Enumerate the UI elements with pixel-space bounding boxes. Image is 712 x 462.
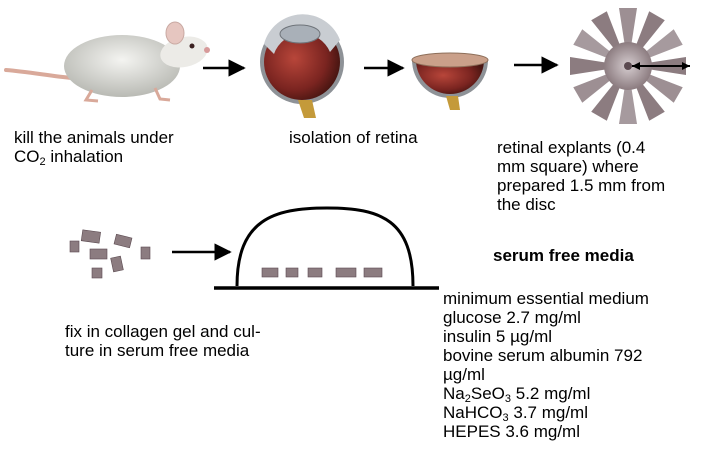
- rat-eye: [189, 43, 195, 49]
- media-item: Na2SeO3 5.2 mg/ml: [443, 384, 591, 405]
- isolation-caption-line: isolation of retina: [289, 128, 418, 147]
- rat-front-leg: [153, 87, 171, 102]
- media-item: NaHCO3 3.7 mg/ml: [443, 403, 588, 424]
- rat-head: [160, 36, 208, 68]
- media-item: insulin 5 µg/ml: [443, 327, 553, 346]
- rat-body: [64, 35, 180, 97]
- media-item: glucose 2.7 mg/ml: [443, 308, 581, 327]
- media-item: minimum essential medium: [443, 289, 649, 308]
- rat-ear: [165, 21, 185, 45]
- fix-caption-line: ture in serum free media: [65, 341, 250, 360]
- isolation-caption: isolation of retina: [289, 128, 418, 147]
- scattered-explants: [69, 229, 151, 279]
- explants-caption-line: the disc: [497, 195, 556, 214]
- rat-hind-leg: [83, 89, 99, 103]
- retina-flatmount-illustration: [570, 8, 690, 124]
- rat-tail: [4, 68, 74, 80]
- media-item: HEPES 3.6 mg/ml: [443, 422, 580, 441]
- media-title: serum free media: [493, 246, 634, 265]
- rat-illustration: [4, 21, 210, 103]
- kill-caption-line2: CO2 inhalation: [14, 147, 124, 168]
- rat-nose: [204, 47, 210, 53]
- kill-caption-line1: kill the animals under: [14, 128, 174, 147]
- eye-cup-illustration: [411, 52, 489, 110]
- explants-caption-line: prepared 1.5 mm from: [497, 176, 666, 195]
- fix-collagen-caption: fix in collagen gel and cul-ture in seru…: [65, 322, 261, 360]
- explants-caption-line: mm square) where: [497, 157, 639, 176]
- media-item: bovine serum albumin 792: [443, 346, 643, 365]
- kill-animals-caption: kill the animals under CO2 inhalation: [14, 128, 174, 168]
- eye-cutaway-illustration: [260, 14, 344, 118]
- fix-caption-line: fix in collagen gel and cul-: [65, 322, 261, 341]
- explants-caption-line: retinal explants (0.4: [497, 138, 646, 157]
- collagen-gel-dome: [214, 206, 439, 290]
- media-item: µg/ml: [443, 365, 485, 384]
